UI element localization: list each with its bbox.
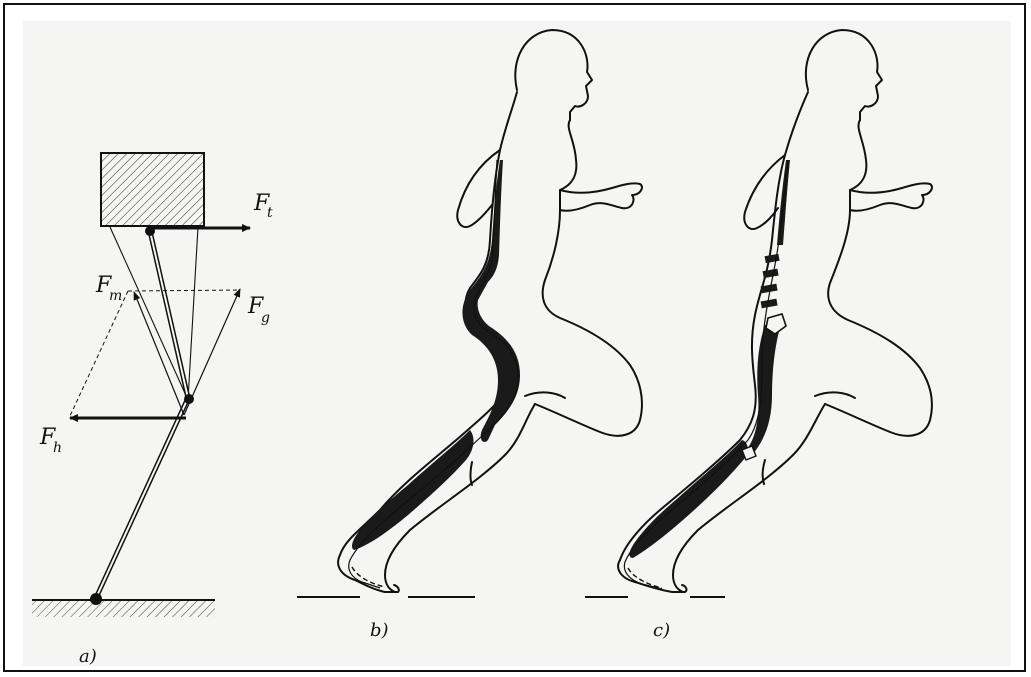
label-ft-sub: t <box>267 205 273 221</box>
runner-c-front <box>825 120 932 436</box>
mass-block <box>101 153 204 226</box>
label-fm-sub: m <box>109 288 122 304</box>
label-panel-a: a) <box>79 646 97 667</box>
runner-b-foot <box>338 555 399 592</box>
label-fh-sub: h <box>53 440 62 456</box>
runner-b-front <box>535 120 642 436</box>
runner-c-knee-crease <box>815 392 855 398</box>
runner-c-head <box>806 30 882 120</box>
runner-b-head <box>515 30 592 120</box>
panel-c-runner <box>618 30 932 592</box>
label-panel-b: b) <box>370 620 389 641</box>
ground-hatch <box>32 600 215 617</box>
dashed-line-left <box>70 291 128 416</box>
muscle-line-front <box>110 227 188 400</box>
hip-joint <box>145 226 155 236</box>
runner-b-arm-front <box>560 183 642 210</box>
runner-c-arm-back <box>744 155 785 229</box>
runner-c-arm-front <box>850 183 932 210</box>
runner-b-rear-toe <box>471 462 473 485</box>
runner-c-spine-dash-2 <box>763 269 779 278</box>
muscle-line-back <box>188 227 198 400</box>
runner-b-muscle-back <box>462 160 520 442</box>
panel-c-muscles <box>629 160 790 558</box>
label-panel-c: c) <box>653 620 670 641</box>
runner-b-knee-crease <box>525 392 565 398</box>
runner-c-spine-dash-1 <box>765 254 780 263</box>
runner-c-spine-dash-4 <box>761 299 778 309</box>
runner-b-muscle-calf <box>352 430 473 550</box>
label-fg-sub: g <box>261 310 270 326</box>
ankle-joint <box>90 593 102 605</box>
dashed-line-top <box>128 290 240 291</box>
knee-joint <box>184 394 194 404</box>
panel-a-diagram: F t F m F g F h a) <box>32 153 273 667</box>
